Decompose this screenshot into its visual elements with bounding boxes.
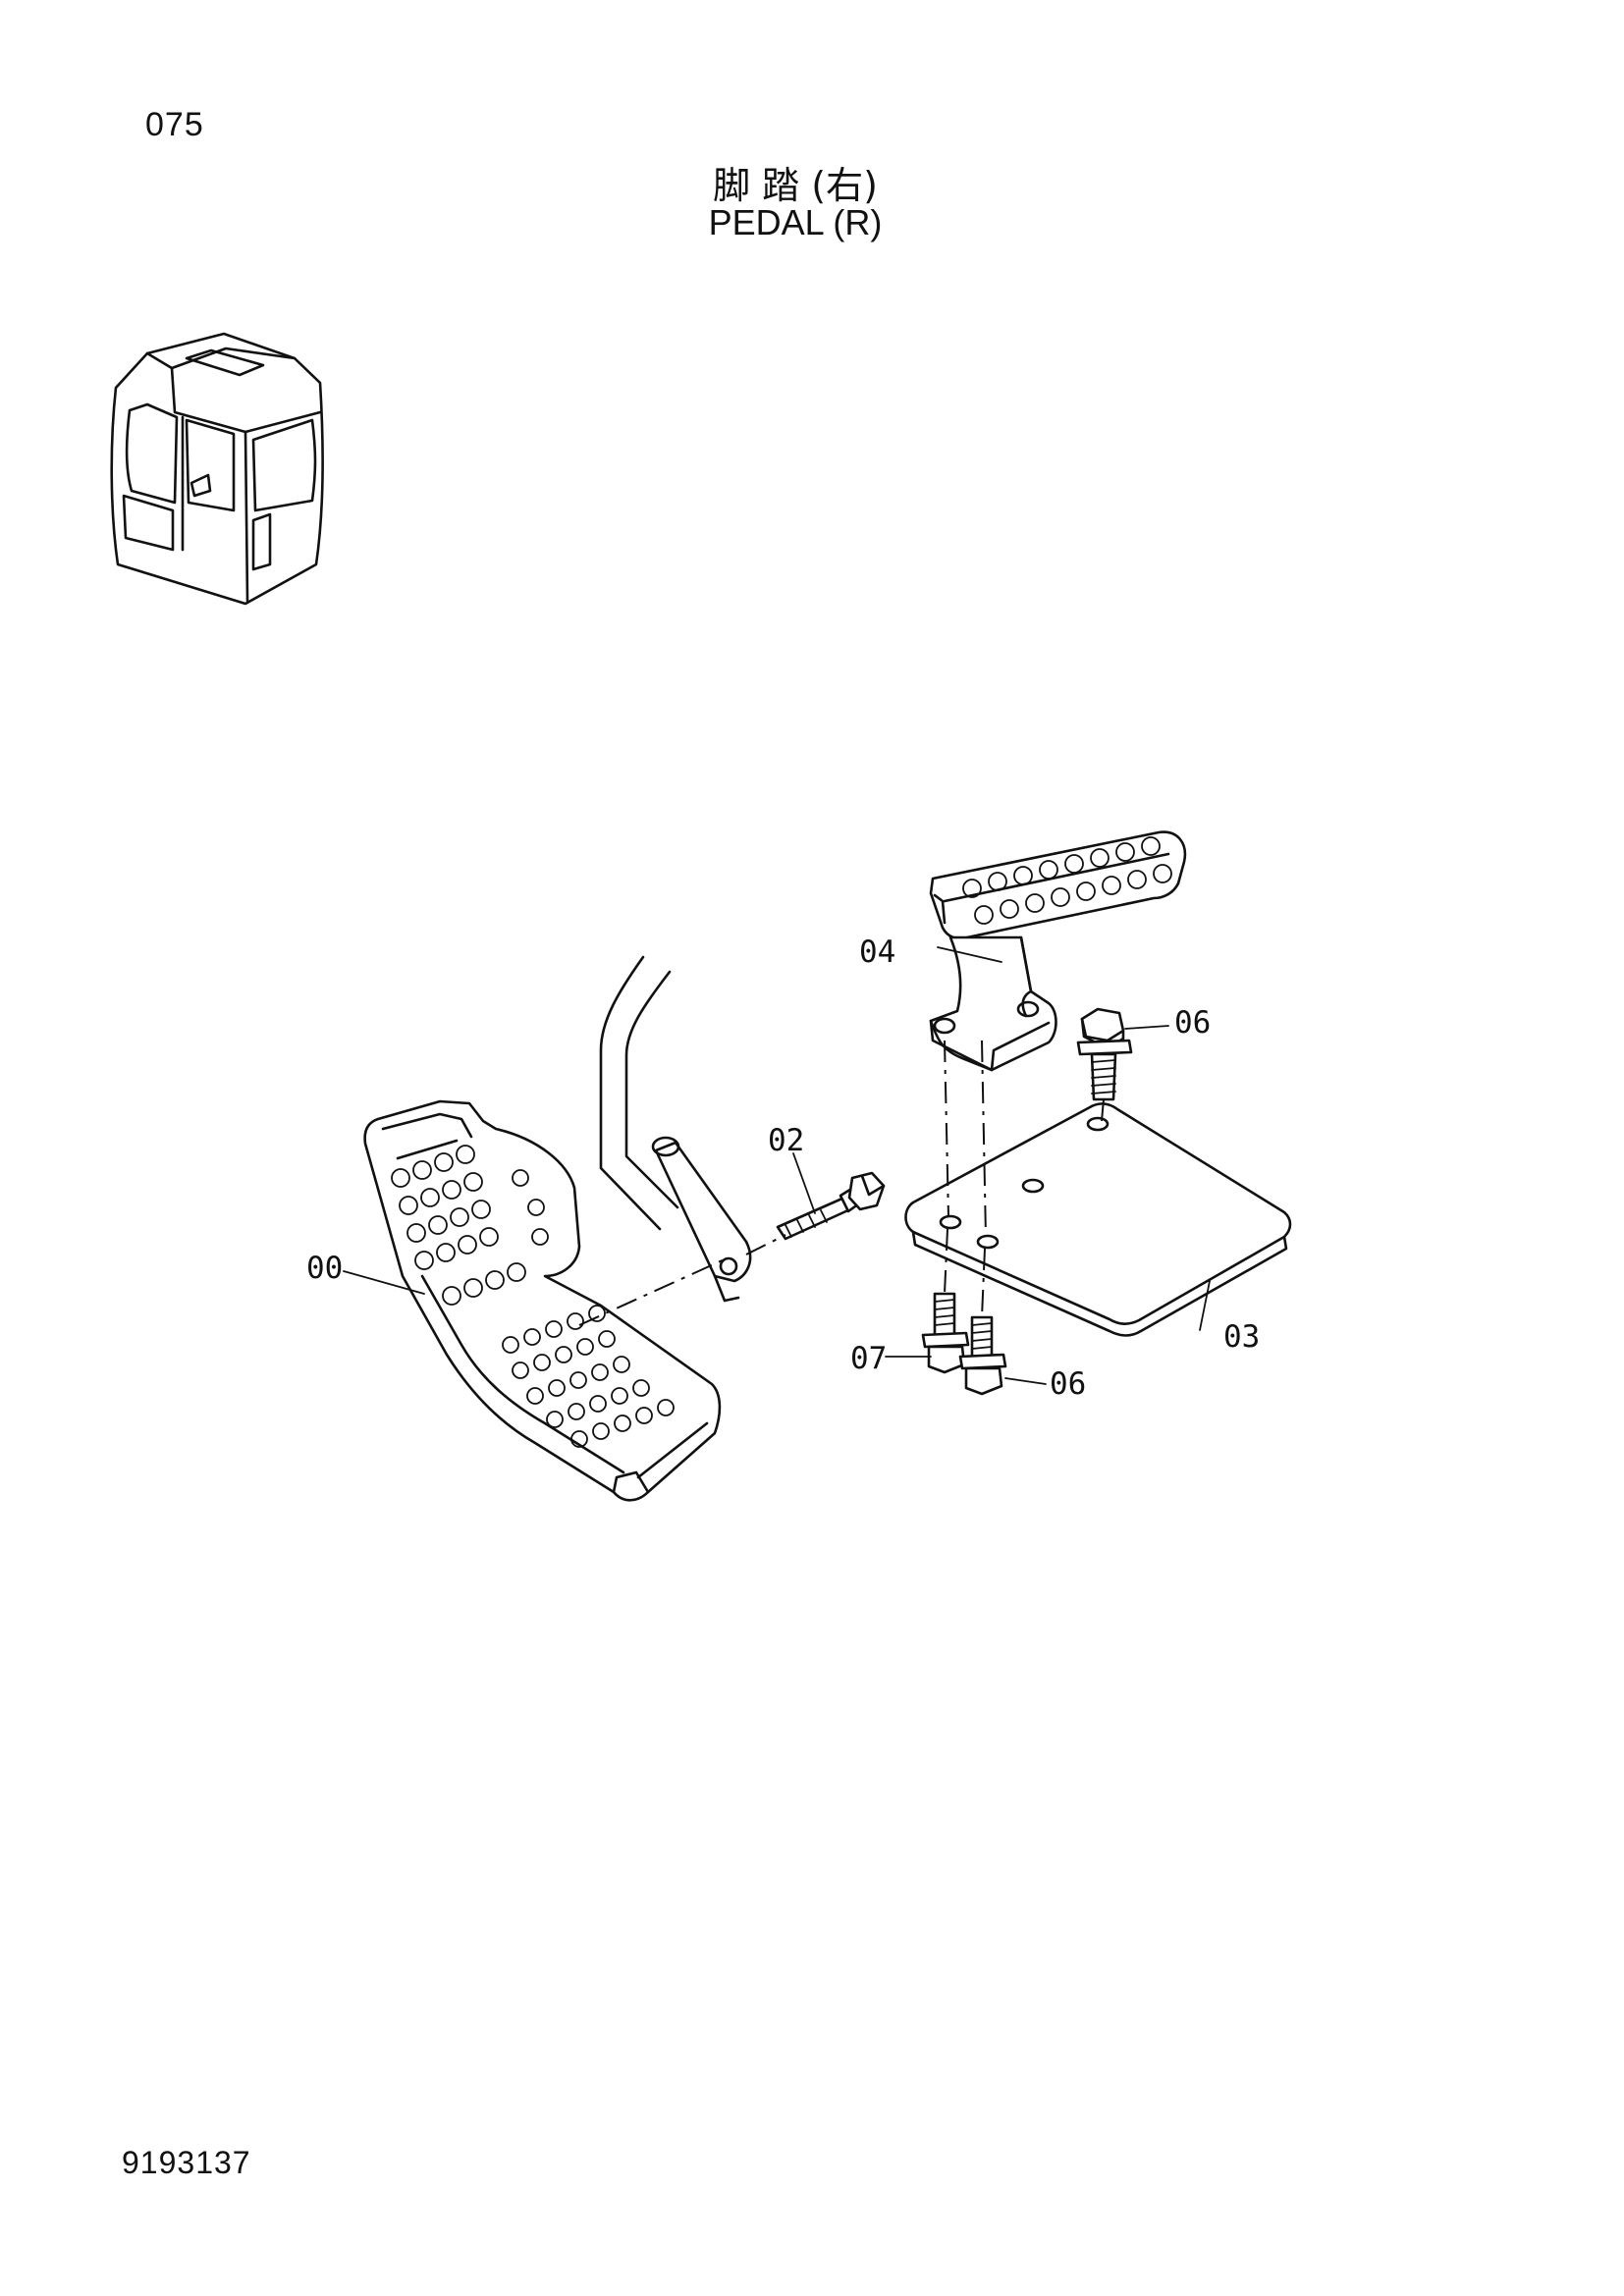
bolt-06-bottom-illustration [958, 1315, 1007, 1396]
page-number: 075 [145, 106, 204, 143]
pedal-00-illustration [363, 1099, 722, 1502]
callout-labels: 00 02 03 04 06 06 07 [306, 934, 1260, 1402]
plate-03-illustration [904, 1102, 1292, 1337]
assembly-center-lines [578, 1040, 1105, 1326]
leader-lines [343, 946, 1211, 1385]
callout-06-bottom: 06 [1050, 1366, 1086, 1402]
callout-00: 00 [306, 1251, 343, 1286]
pedal-04-grip-holes [962, 836, 1172, 925]
callout-04: 04 [859, 934, 895, 970]
callout-03: 03 [1223, 1319, 1260, 1355]
pedal-04-illustration [929, 830, 1187, 1072]
page-title-chinese: 脚 踏 (右) [713, 164, 878, 207]
pedal-00-grip-holes [391, 1145, 675, 1448]
bolt-06-top-illustration [1076, 1007, 1133, 1101]
cab-thumbnail-illustration [110, 332, 324, 606]
callout-02: 02 [768, 1123, 804, 1158]
callout-07: 07 [850, 1341, 887, 1376]
pedal-rod-illustration [599, 955, 752, 1303]
bolt-02-illustration [776, 1171, 886, 1241]
page-title: PEDAL (R) [708, 202, 883, 242]
bolt-07-illustration [921, 1292, 970, 1374]
document-code: 9193137 [122, 2145, 251, 2180]
callout-06-top: 06 [1174, 1005, 1211, 1041]
